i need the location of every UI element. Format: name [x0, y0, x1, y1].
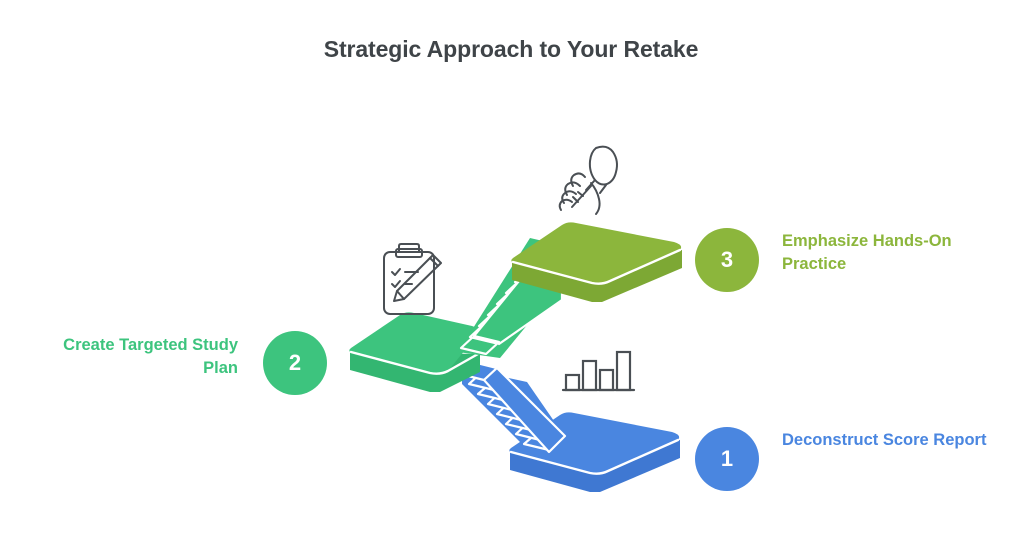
step-badge-2[interactable]: 2	[263, 331, 327, 395]
step-number-3: 3	[720, 247, 734, 272]
step-label-3: Emphasize Hands-On Practice	[782, 232, 952, 273]
step-label-1: Deconstruct Score Report	[782, 431, 987, 449]
hand-holding-tool-icon	[558, 145, 618, 215]
platform-green	[349, 312, 480, 392]
step-number-2: 2	[288, 350, 302, 375]
staircase-blue	[458, 360, 567, 454]
bar-chart-icon	[561, 350, 636, 392]
platform-olive	[511, 222, 682, 302]
step-badge-3[interactable]: 3	[695, 228, 759, 292]
step-label-2: Create Targeted Study Plan	[63, 336, 238, 377]
clipboard-checklist-pencil-icon	[383, 243, 442, 315]
step-badge-1[interactable]: 1	[695, 427, 759, 491]
page-title: Strategic Approach to Your Retake	[323, 36, 699, 62]
step-number-1: 1	[720, 446, 734, 471]
